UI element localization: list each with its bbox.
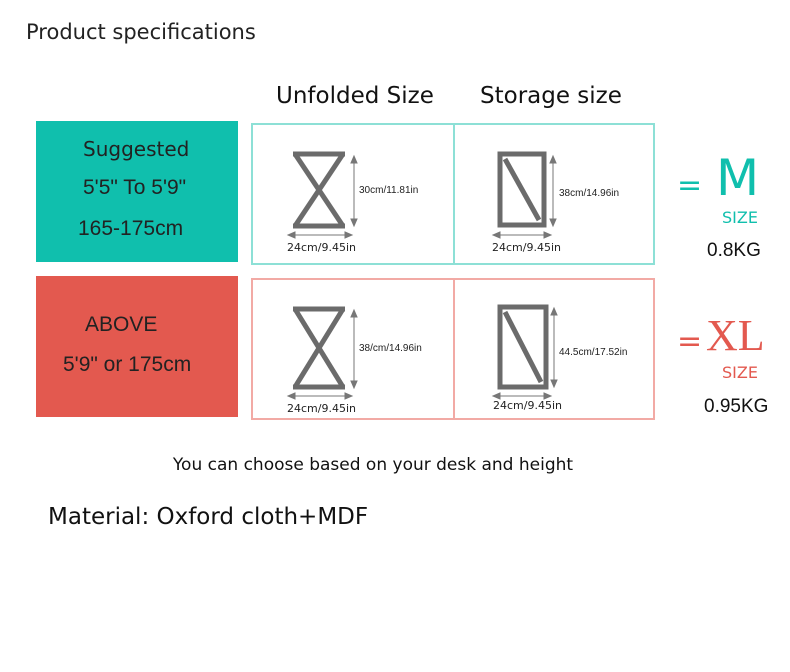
folded-frame-icon [497,151,547,228]
hourglass-frame-icon [292,151,346,229]
storage-height-label: 38cm/14.96in [559,188,620,199]
weight-label-xl: 0.95KG [704,396,769,417]
dimension-panel-m: 30cm/11.81in 24cm/9.45in 38cm/14.96in 24… [251,123,655,265]
horizontal-dimension-arrow-icon [491,392,553,400]
vertical-dimension-arrow-icon [549,154,557,228]
horizontal-dimension-arrow-icon [286,231,354,239]
column-header-storage: Storage size [480,83,622,109]
size-range-box-m: Suggested 5'5" To 5'9" 165-175cm [36,121,238,262]
panel-divider [453,125,455,263]
page-title: Product specifications [26,20,256,44]
material-info: Material: Oxford cloth+MDF [48,504,369,530]
equals-sign: = [677,168,703,203]
unfolded-width-label: 24cm/9.45in [287,402,356,415]
unfolded-width-label: 24cm/9.45in [287,241,356,254]
storage-width-label: 24cm/9.45in [492,241,561,254]
size-letter-xl: XL [706,311,765,360]
size-letter-m: M [716,149,760,207]
size-range-line: Suggested [83,137,190,161]
size-range-box-xl: ABOVE 5'9" or 175cm [36,276,238,417]
panel-divider [453,280,455,418]
vertical-dimension-arrow-icon [350,154,358,228]
unfolded-height-label: 30cm/11.81in [359,185,419,196]
size-range-line: 5'5" To 5'9" [83,176,187,199]
size-range-line: 5'9" or 175cm [63,353,192,376]
storage-width-label: 24cm/9.45in [493,399,562,412]
horizontal-dimension-arrow-icon [286,392,354,400]
vertical-dimension-arrow-icon [350,308,358,390]
column-header-unfolded: Unfolded Size [276,83,434,109]
vertical-dimension-arrow-icon [550,306,558,389]
folded-frame-icon [497,304,549,390]
hourglass-frame-icon [292,306,346,390]
weight-label-m: 0.8KG [707,240,761,261]
dimension-panel-xl: 38/cm/14.96in 24cm/9.45in 44.5cm/17.52in… [251,278,655,420]
storage-height-label: 44.5cm/17.52in [559,347,628,358]
size-word: SIZE [722,363,758,382]
equals-sign: = [677,324,703,359]
horizontal-dimension-arrow-icon [491,231,553,239]
unfolded-height-label: 38/cm/14.96in [359,343,422,354]
selection-note: You can choose based on your desk and he… [172,455,574,475]
size-range-line: 165-175cm [78,217,184,240]
size-word: SIZE [722,208,758,227]
size-range-line: ABOVE [85,313,158,336]
